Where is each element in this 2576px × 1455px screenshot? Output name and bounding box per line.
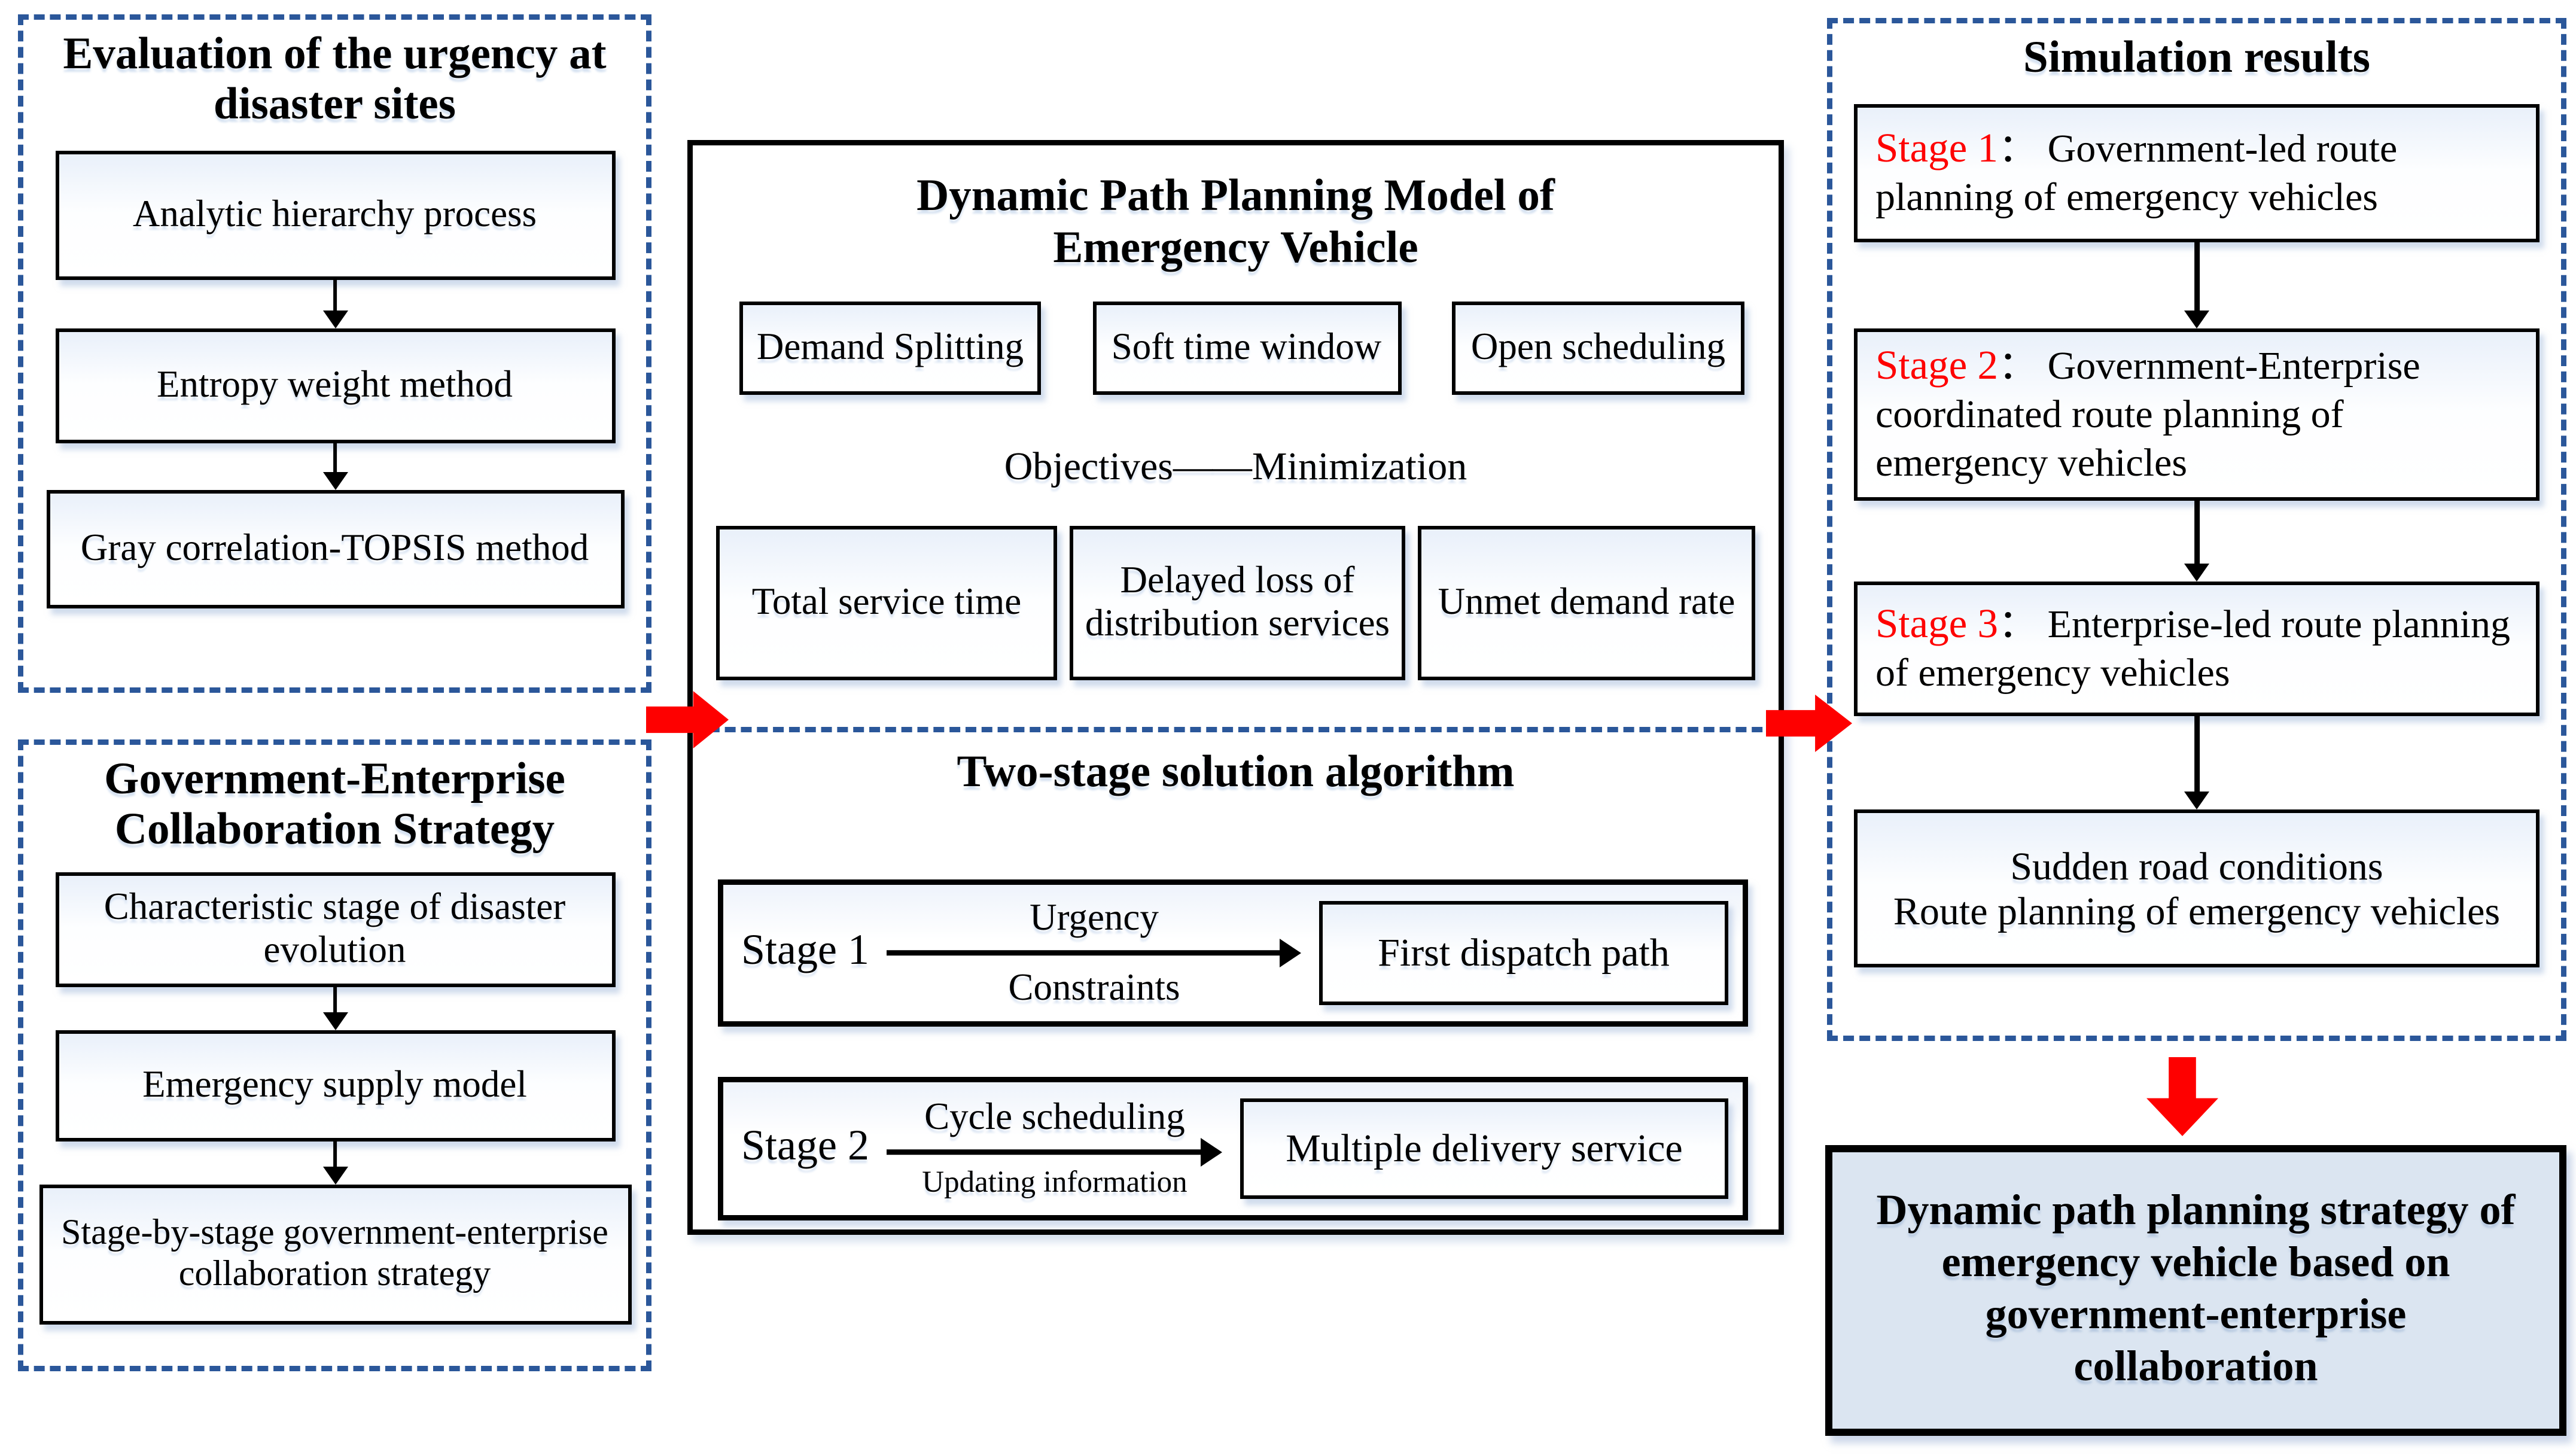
flow-box-analytic-hierarchy: Analytic hierarchy process bbox=[54, 151, 615, 280]
objective-box-label: Unmet demand rate bbox=[1438, 580, 1735, 623]
sim-stage2-box: Stage 2： Government-Enterprise coordinat… bbox=[1854, 328, 2540, 501]
arrow-bottom-label: Updating information bbox=[922, 1164, 1187, 1199]
collaboration-panel-title: Government-Enterprise Collaboration Stra… bbox=[104, 756, 565, 854]
sim-stage2-separator: ： bbox=[1998, 343, 2048, 388]
result-box-label: Multiple delivery service bbox=[1286, 1125, 1683, 1171]
algorithm-stage1-row: Stage 1 Urgency Constraints First dispat… bbox=[718, 879, 1748, 1027]
model-feature-row: Demand Splitting Soft time window Open s… bbox=[739, 302, 1744, 395]
flow-box-label: Characteristic stage of disaster evoluti… bbox=[103, 885, 566, 971]
stage1-arrow-group: Urgency Constraints bbox=[887, 894, 1301, 1009]
algorithm-title: Two-stage solution algorithm bbox=[957, 748, 1515, 797]
sim-stage3-separator: ： bbox=[1998, 601, 2048, 647]
feature-box-label: Open scheduling bbox=[1470, 325, 1726, 369]
collaboration-strategy-panel: Government-Enterprise Collaboration Stra… bbox=[18, 739, 651, 1371]
down-arrow-icon bbox=[319, 280, 351, 328]
sim-road-conditions-box: Sudden road conditions Route planning of… bbox=[1854, 809, 2540, 967]
down-arrow-icon bbox=[319, 987, 351, 1030]
objectives-row: Total service time Delayed loss of distr… bbox=[716, 526, 1755, 680]
sim-stage3-body: Enterprise-led route planning of emergen… bbox=[1875, 601, 2511, 695]
objective-box-delayed-loss: Delayed loss of distribution services bbox=[1070, 526, 1405, 680]
model-title: Dynamic Path Planning Model of Emergency… bbox=[916, 172, 1555, 273]
flow-box-entropy-weight: Entropy weight method bbox=[54, 328, 615, 443]
road-conditions-line: Route planning of emergency vehicles bbox=[1893, 888, 2501, 933]
down-arrow-icon bbox=[2181, 716, 2213, 809]
sim-stage1-separator: ： bbox=[1998, 126, 2048, 171]
conclusion-box: Dynamic path planning strategy of emerge… bbox=[1825, 1145, 2566, 1436]
result-box-multiple-delivery-service: Multiple delivery service bbox=[1240, 1098, 1728, 1199]
down-arrow-icon bbox=[2181, 242, 2213, 328]
sim-stage1-body: Government-led route planning of emergen… bbox=[1875, 126, 2398, 220]
sim-stage1-box: Stage 1： Government-led route planning o… bbox=[1854, 104, 2540, 242]
feature-box-soft-time-window: Soft time window bbox=[1092, 302, 1401, 395]
feature-box-label: Demand Splitting bbox=[756, 325, 1024, 369]
arrow-top-label: Urgency bbox=[1030, 894, 1159, 938]
path-planning-model-panel: Dynamic Path Planning Model of Emergency… bbox=[687, 140, 1784, 1235]
objective-box-label: Total service time bbox=[751, 580, 1022, 623]
model-algorithm-divider bbox=[693, 727, 1779, 732]
flow-box-label: Entropy weight method bbox=[157, 363, 513, 406]
sim-stage2-body: Government-Enterprise coordinated route … bbox=[1875, 343, 2420, 485]
stage1-label: Stage 1 bbox=[741, 928, 869, 975]
urgency-evaluation-panel: Evaluation of the urgency at disaster si… bbox=[18, 14, 651, 693]
road-conditions-line: Sudden road conditions bbox=[2010, 843, 2383, 888]
right-arrow-icon bbox=[887, 1138, 1222, 1167]
arrow-bottom-label: Constraints bbox=[1008, 965, 1180, 1009]
stage2-label: Stage 2 bbox=[741, 1124, 869, 1171]
simulation-results-title: Simulation results bbox=[2023, 34, 2370, 83]
feature-box-open-scheduling: Open scheduling bbox=[1452, 302, 1744, 395]
sim-stage3-text: Stage 3： Enterprise-led route planning o… bbox=[1875, 599, 2522, 698]
objective-box-unmet-demand-rate: Unmet demand rate bbox=[1418, 526, 1755, 680]
flow-box-gray-topsis: Gray correlation-TOPSIS method bbox=[45, 490, 624, 608]
flow-box-label: Analytic hierarchy process bbox=[132, 192, 537, 236]
feature-box-label: Soft time window bbox=[1111, 325, 1382, 369]
down-arrow-icon bbox=[319, 443, 351, 490]
red-down-arrow-icon bbox=[2146, 1057, 2218, 1136]
algorithm-stage2-row: Stage 2 Cycle scheduling Updating inform… bbox=[718, 1076, 1748, 1220]
sim-stage3-box: Stage 3： Enterprise-led route planning o… bbox=[1854, 582, 2540, 716]
arrow-top-label: Cycle scheduling bbox=[924, 1094, 1185, 1138]
result-box-first-dispatch-path: First dispatch path bbox=[1319, 900, 1728, 1005]
simulation-results-panel: Simulation results Stage 1： Government-l… bbox=[1827, 18, 2566, 1041]
sim-stage1-text: Stage 1： Government-led route planning o… bbox=[1875, 124, 2522, 223]
sim-stage2-text: Stage 2： Government-Enterprise coordinat… bbox=[1875, 341, 2522, 488]
flow-box-label: Gray correlation-TOPSIS method bbox=[80, 526, 589, 570]
feature-box-demand-splitting: Demand Splitting bbox=[739, 302, 1041, 395]
down-arrow-icon bbox=[319, 1142, 351, 1185]
flow-box-stage-by-stage-strategy: Stage-by-stage government-enterprise col… bbox=[38, 1185, 631, 1325]
flow-box-label: Emergency supply model bbox=[142, 1063, 527, 1106]
stage2-arrow-group: Cycle scheduling Updating information bbox=[887, 1094, 1222, 1200]
objective-box-label: Delayed loss of distribution services bbox=[1085, 558, 1390, 644]
urgency-panel-title: Evaluation of the urgency at disaster si… bbox=[63, 31, 607, 129]
objectives-label: Objectives——Minimization bbox=[1004, 443, 1467, 488]
sim-stage1-prefix: Stage 1 bbox=[1875, 126, 1999, 171]
sim-stage3-prefix: Stage 3 bbox=[1875, 601, 1999, 647]
flow-box-emergency-supply: Emergency supply model bbox=[54, 1030, 615, 1142]
flow-box-characteristic-stage: Characteristic stage of disaster evoluti… bbox=[54, 872, 615, 987]
result-box-label: First dispatch path bbox=[1378, 930, 1670, 975]
flow-box-label: Stage-by-stage government-enterprise col… bbox=[61, 1213, 608, 1294]
conclusion-text: Dynamic path planning strategy of emerge… bbox=[1876, 1189, 2516, 1391]
right-arrow-icon bbox=[887, 938, 1301, 967]
objective-box-total-service-time: Total service time bbox=[716, 526, 1057, 680]
sim-stage2-prefix: Stage 2 bbox=[1875, 343, 1999, 388]
down-arrow-icon bbox=[2181, 501, 2213, 582]
